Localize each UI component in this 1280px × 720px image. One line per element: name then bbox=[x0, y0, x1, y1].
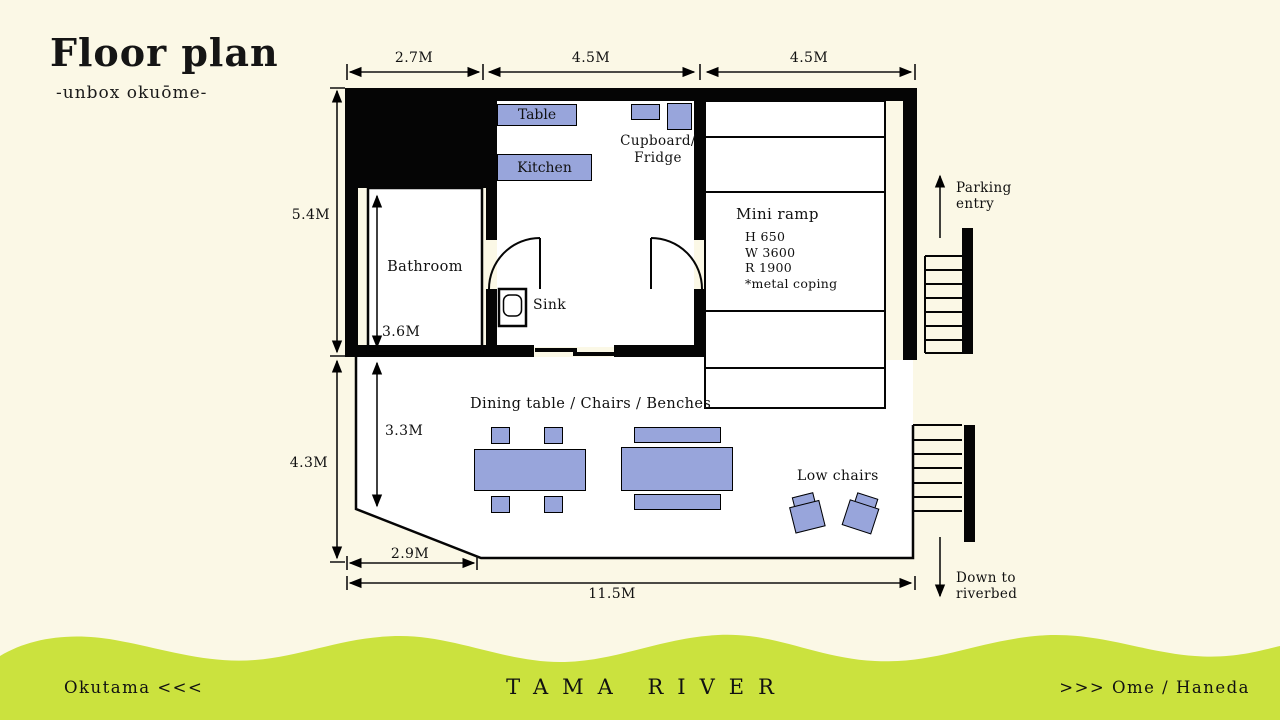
dim-label-top-left: 2.7M bbox=[394, 50, 434, 66]
dim-label-top-right: 4.5M bbox=[789, 50, 829, 66]
dim-label-bathroom: 3.6M bbox=[382, 324, 421, 340]
room-label-sink: Sink bbox=[533, 297, 567, 313]
page-subtitle: -unbox okuōme- bbox=[56, 83, 208, 103]
cupboard-unit-1 bbox=[631, 104, 660, 120]
bathroom-outline bbox=[366, 186, 484, 355]
chair-2 bbox=[544, 427, 563, 444]
sliding-door-leaf-1 bbox=[535, 348, 577, 352]
label-dining-area: Dining table / Chairs / Benches bbox=[470, 396, 712, 412]
dim-ticks-11-5 bbox=[346, 576, 916, 590]
mini-ramp-lines bbox=[705, 136, 885, 369]
door-left-swing bbox=[488, 237, 541, 290]
dimension-arrows bbox=[330, 64, 946, 598]
sink-icon bbox=[497, 287, 528, 328]
stairs-lower-steps bbox=[913, 424, 962, 512]
footer-wave-band: Okutama <<< TAMA RIVER >>> Ome / Haneda bbox=[0, 620, 1280, 720]
dim-ticks-2-9 bbox=[346, 556, 478, 570]
dim-label-bottom-left: 2.9M bbox=[390, 546, 430, 562]
dim-label-left-lower: 4.3M bbox=[289, 455, 328, 471]
thin-walls bbox=[354, 100, 915, 560]
spec-coping: *metal coping bbox=[745, 275, 838, 291]
dim-label-bottom-total: 11.5M bbox=[588, 586, 636, 602]
door-right-swing bbox=[650, 237, 703, 290]
doors bbox=[488, 237, 703, 290]
wall-kitchen-left-lower bbox=[486, 289, 497, 349]
low-chair-1-seat bbox=[789, 499, 826, 534]
wall-right bbox=[903, 88, 917, 360]
mini-ramp-specs: H 650 W 3600 R 1900 *metal coping bbox=[745, 229, 837, 291]
chair-1 bbox=[491, 427, 510, 444]
wall-kitchen-left-upper bbox=[486, 101, 497, 240]
table-box-label: Table bbox=[517, 107, 557, 123]
bench-top bbox=[634, 427, 721, 443]
wall-stairs-upper bbox=[962, 228, 973, 354]
dim-label-deck: 3.3M bbox=[385, 423, 424, 439]
label-parking-entry: Parking entry bbox=[956, 180, 1012, 212]
dim-label-top-mid: 4.5M bbox=[571, 50, 611, 66]
spec-width: W 3600 bbox=[745, 244, 796, 260]
room-label-bathroom: Bathroom bbox=[387, 259, 463, 275]
footer-tama-river: TAMA RIVER bbox=[506, 675, 788, 699]
chair-4 bbox=[544, 496, 563, 513]
label-low-chairs: Low chairs bbox=[797, 468, 879, 484]
wall-bottom-right bbox=[614, 345, 705, 357]
dining-table-1 bbox=[474, 449, 586, 491]
wall-block-topleft bbox=[345, 88, 497, 188]
wall-stairs-lower bbox=[964, 425, 975, 542]
chair-3 bbox=[491, 496, 510, 513]
wall-bottom-left bbox=[345, 345, 534, 357]
dining-table-2 bbox=[621, 447, 733, 491]
room-label-cupboard-fridge: Cupboard/ Fridge bbox=[620, 133, 696, 166]
room-label-mini-ramp: Mini ramp bbox=[736, 205, 819, 223]
spec-radius: R 1900 bbox=[745, 260, 792, 275]
stairs-upper-steps bbox=[924, 255, 962, 354]
label-down-riverbed: Down to riverbed bbox=[956, 570, 1018, 602]
page-title: Floor plan bbox=[50, 30, 279, 75]
walls bbox=[345, 88, 975, 542]
table-box: Table bbox=[497, 104, 577, 126]
wall-kitchen-right-upper bbox=[694, 101, 705, 240]
dim-label-left-upper: 5.4M bbox=[291, 207, 330, 223]
kitchen-box-label: Kitchen bbox=[517, 159, 572, 176]
dim-ticks-left bbox=[330, 87, 345, 563]
deck-outline bbox=[354, 357, 915, 560]
footer-ome-haneda: >>> Ome / Haneda bbox=[1059, 678, 1250, 697]
wall-kitchen-right-lower bbox=[694, 289, 705, 349]
footer-okutama: Okutama <<< bbox=[64, 678, 204, 697]
fridge-unit bbox=[667, 103, 692, 130]
bench-bottom bbox=[634, 494, 721, 510]
kitchen-box: Kitchen bbox=[497, 154, 592, 181]
title-block: Floor plan -unbox okuōme- bbox=[50, 30, 279, 103]
sliding-door-leaf-2 bbox=[573, 352, 615, 356]
dim-ticks-top bbox=[346, 64, 916, 80]
river-wave-icon bbox=[0, 634, 1280, 720]
mini-ramp-outline bbox=[704, 100, 886, 409]
spec-height: H 650 bbox=[745, 229, 786, 244]
